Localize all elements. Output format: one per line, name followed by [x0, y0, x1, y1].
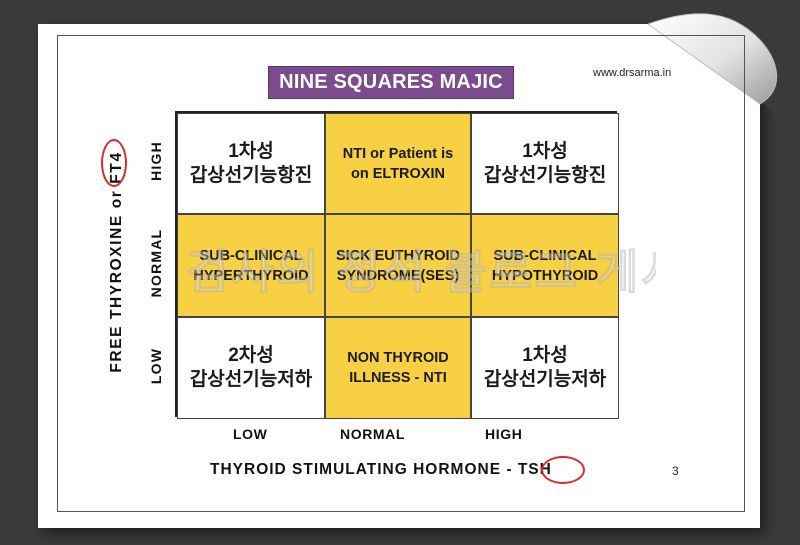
- slide-frame: [57, 35, 745, 512]
- grid-cell: NON THYROID ILLNESS - NTI: [325, 317, 471, 419]
- x-tick-high: HIGH: [485, 426, 523, 442]
- nine-squares-grid: 1차성 갑상선기능항진 NTI or Patient is on ELTROXI…: [175, 111, 619, 419]
- slide-title: NINE SQUARES MAJIC: [268, 66, 514, 99]
- grid-cell: 2차성 갑상선기능저하: [177, 317, 325, 419]
- website-url: www.drsarma.in: [593, 67, 672, 79]
- grid-cell: SUB-CLINICAL HYPERTHYROID: [177, 214, 325, 317]
- tsh-highlight-ring: [541, 456, 585, 484]
- ft4-highlight-ring: [101, 139, 127, 187]
- y-tick-label: NORMAL: [148, 228, 164, 298]
- grid-cell: 1차성 갑상선기능항진: [471, 113, 619, 214]
- grid-cell: 1차성 갑상선기능저하: [471, 317, 619, 419]
- x-tick-normal: NORMAL: [340, 426, 406, 442]
- y-tick-label: HIGH: [148, 141, 164, 181]
- page-number: 3: [672, 464, 679, 478]
- x-axis-title: THYROID STIMULATING HORMONE - TSH: [210, 461, 552, 478]
- grid-cell: 1차성 갑상선기능항진: [177, 113, 325, 214]
- y-tick-label: LOW: [148, 347, 164, 385]
- x-tick-low: LOW: [233, 426, 268, 442]
- grid-cell: NTI or Patient is on ELTROXIN: [325, 113, 471, 214]
- grid-cell: SICK EUTHYROID SYNDROME(SES): [325, 214, 471, 317]
- grid-cell: SUB-CLINICAL HYPOTHYROID: [471, 214, 619, 317]
